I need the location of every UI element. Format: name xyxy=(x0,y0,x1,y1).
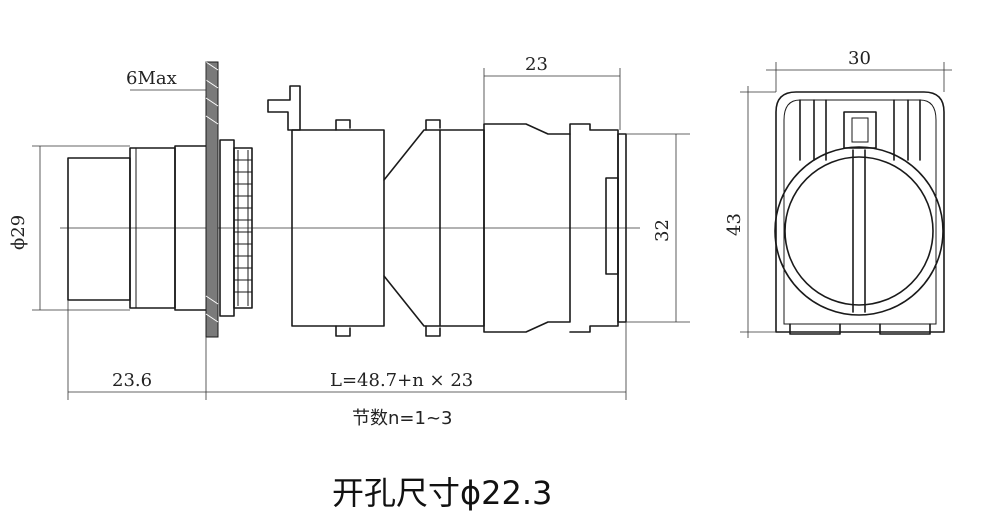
adapter-block xyxy=(291,129,385,327)
front-view: 30 43 xyxy=(724,48,952,338)
dim-length-formula: L=48.7+n × 23 xyxy=(330,370,473,391)
top-latch xyxy=(843,111,877,149)
end-plate xyxy=(617,133,627,323)
button-face xyxy=(784,156,934,306)
adapter-tab-bottom xyxy=(335,325,351,337)
terminal-window xyxy=(605,177,619,275)
left-terminals xyxy=(799,99,827,161)
button-cap xyxy=(67,157,131,301)
linkage-upper xyxy=(383,129,441,181)
cutout-caption: 开孔尺寸ϕ22.3 xyxy=(332,474,552,512)
front-housing xyxy=(775,91,945,333)
dim-flange-max: 6Max xyxy=(126,68,177,89)
dim-front-depth: 23.6 xyxy=(112,370,152,391)
dim-phi-29: ϕ29 xyxy=(8,215,29,250)
linkage-lower xyxy=(383,275,441,327)
right-terminals xyxy=(893,99,921,161)
bottom-feet xyxy=(789,323,931,335)
thread-nut xyxy=(233,147,253,309)
dim-height-43: 43 xyxy=(724,213,745,236)
top-clip xyxy=(267,85,301,131)
mounting-panel xyxy=(205,61,219,338)
contact-block-b xyxy=(483,123,571,333)
contact-block-c xyxy=(569,123,619,333)
side-view: 6Max ϕ29 23 32 23.6 L=48.7+n × 23 节数n=1~… xyxy=(8,54,690,429)
dim-height-32: 32 xyxy=(652,219,673,242)
button-outer-ring xyxy=(774,146,944,316)
adapter-tab-top xyxy=(335,119,351,131)
dim-section-count: 节数n=1~3 xyxy=(352,408,452,429)
dim-body-length: 23 xyxy=(525,54,548,75)
dim-width-30: 30 xyxy=(848,48,871,69)
